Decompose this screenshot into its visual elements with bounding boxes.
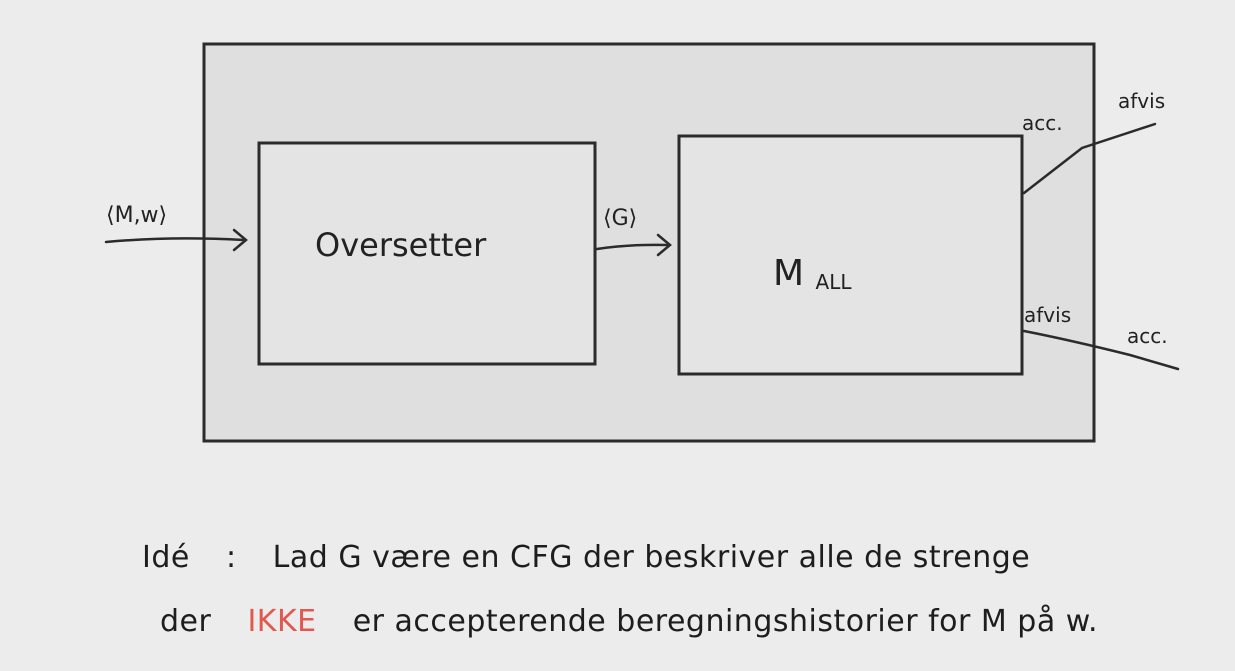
m-all-box	[677, 134, 1024, 376]
note-line-2: der IKKE er accepterende beregningshisto…	[160, 604, 1098, 639]
bottom-outer-label: acc.	[1127, 324, 1168, 348]
m-all-main: M	[773, 253, 804, 294]
input-label: ⟨M,w⟩	[106, 203, 167, 228]
bottom-output-line	[1022, 329, 1180, 371]
note-line-2-post: er accepterende beregningshistorier for …	[352, 604, 1099, 639]
input-arrow	[104, 228, 248, 252]
translator-label: Oversetter	[315, 226, 487, 264]
top-outer-label: afvis	[1118, 89, 1165, 113]
top-output-line	[1022, 122, 1157, 195]
bottom-inner-label: afvis	[1024, 303, 1071, 327]
note-line-1: Idé : Lad G være en CFG der beskriver al…	[142, 540, 1030, 575]
note-line-1-text: Lad G være en CFG der beskriver alle de …	[272, 540, 1031, 575]
m-all-sub: ALL	[816, 270, 853, 294]
note-lead: Idé	[142, 540, 190, 575]
note-colon: :	[225, 540, 237, 575]
mid-label: ⟨G⟩	[603, 206, 637, 231]
m-all-label: M ALL	[773, 253, 852, 294]
translator-box	[257, 141, 597, 366]
note-line-2-pre: der	[160, 604, 212, 639]
top-inner-label: acc.	[1022, 111, 1063, 135]
note-highlight: IKKE	[247, 604, 317, 639]
middle-arrow	[595, 233, 672, 257]
